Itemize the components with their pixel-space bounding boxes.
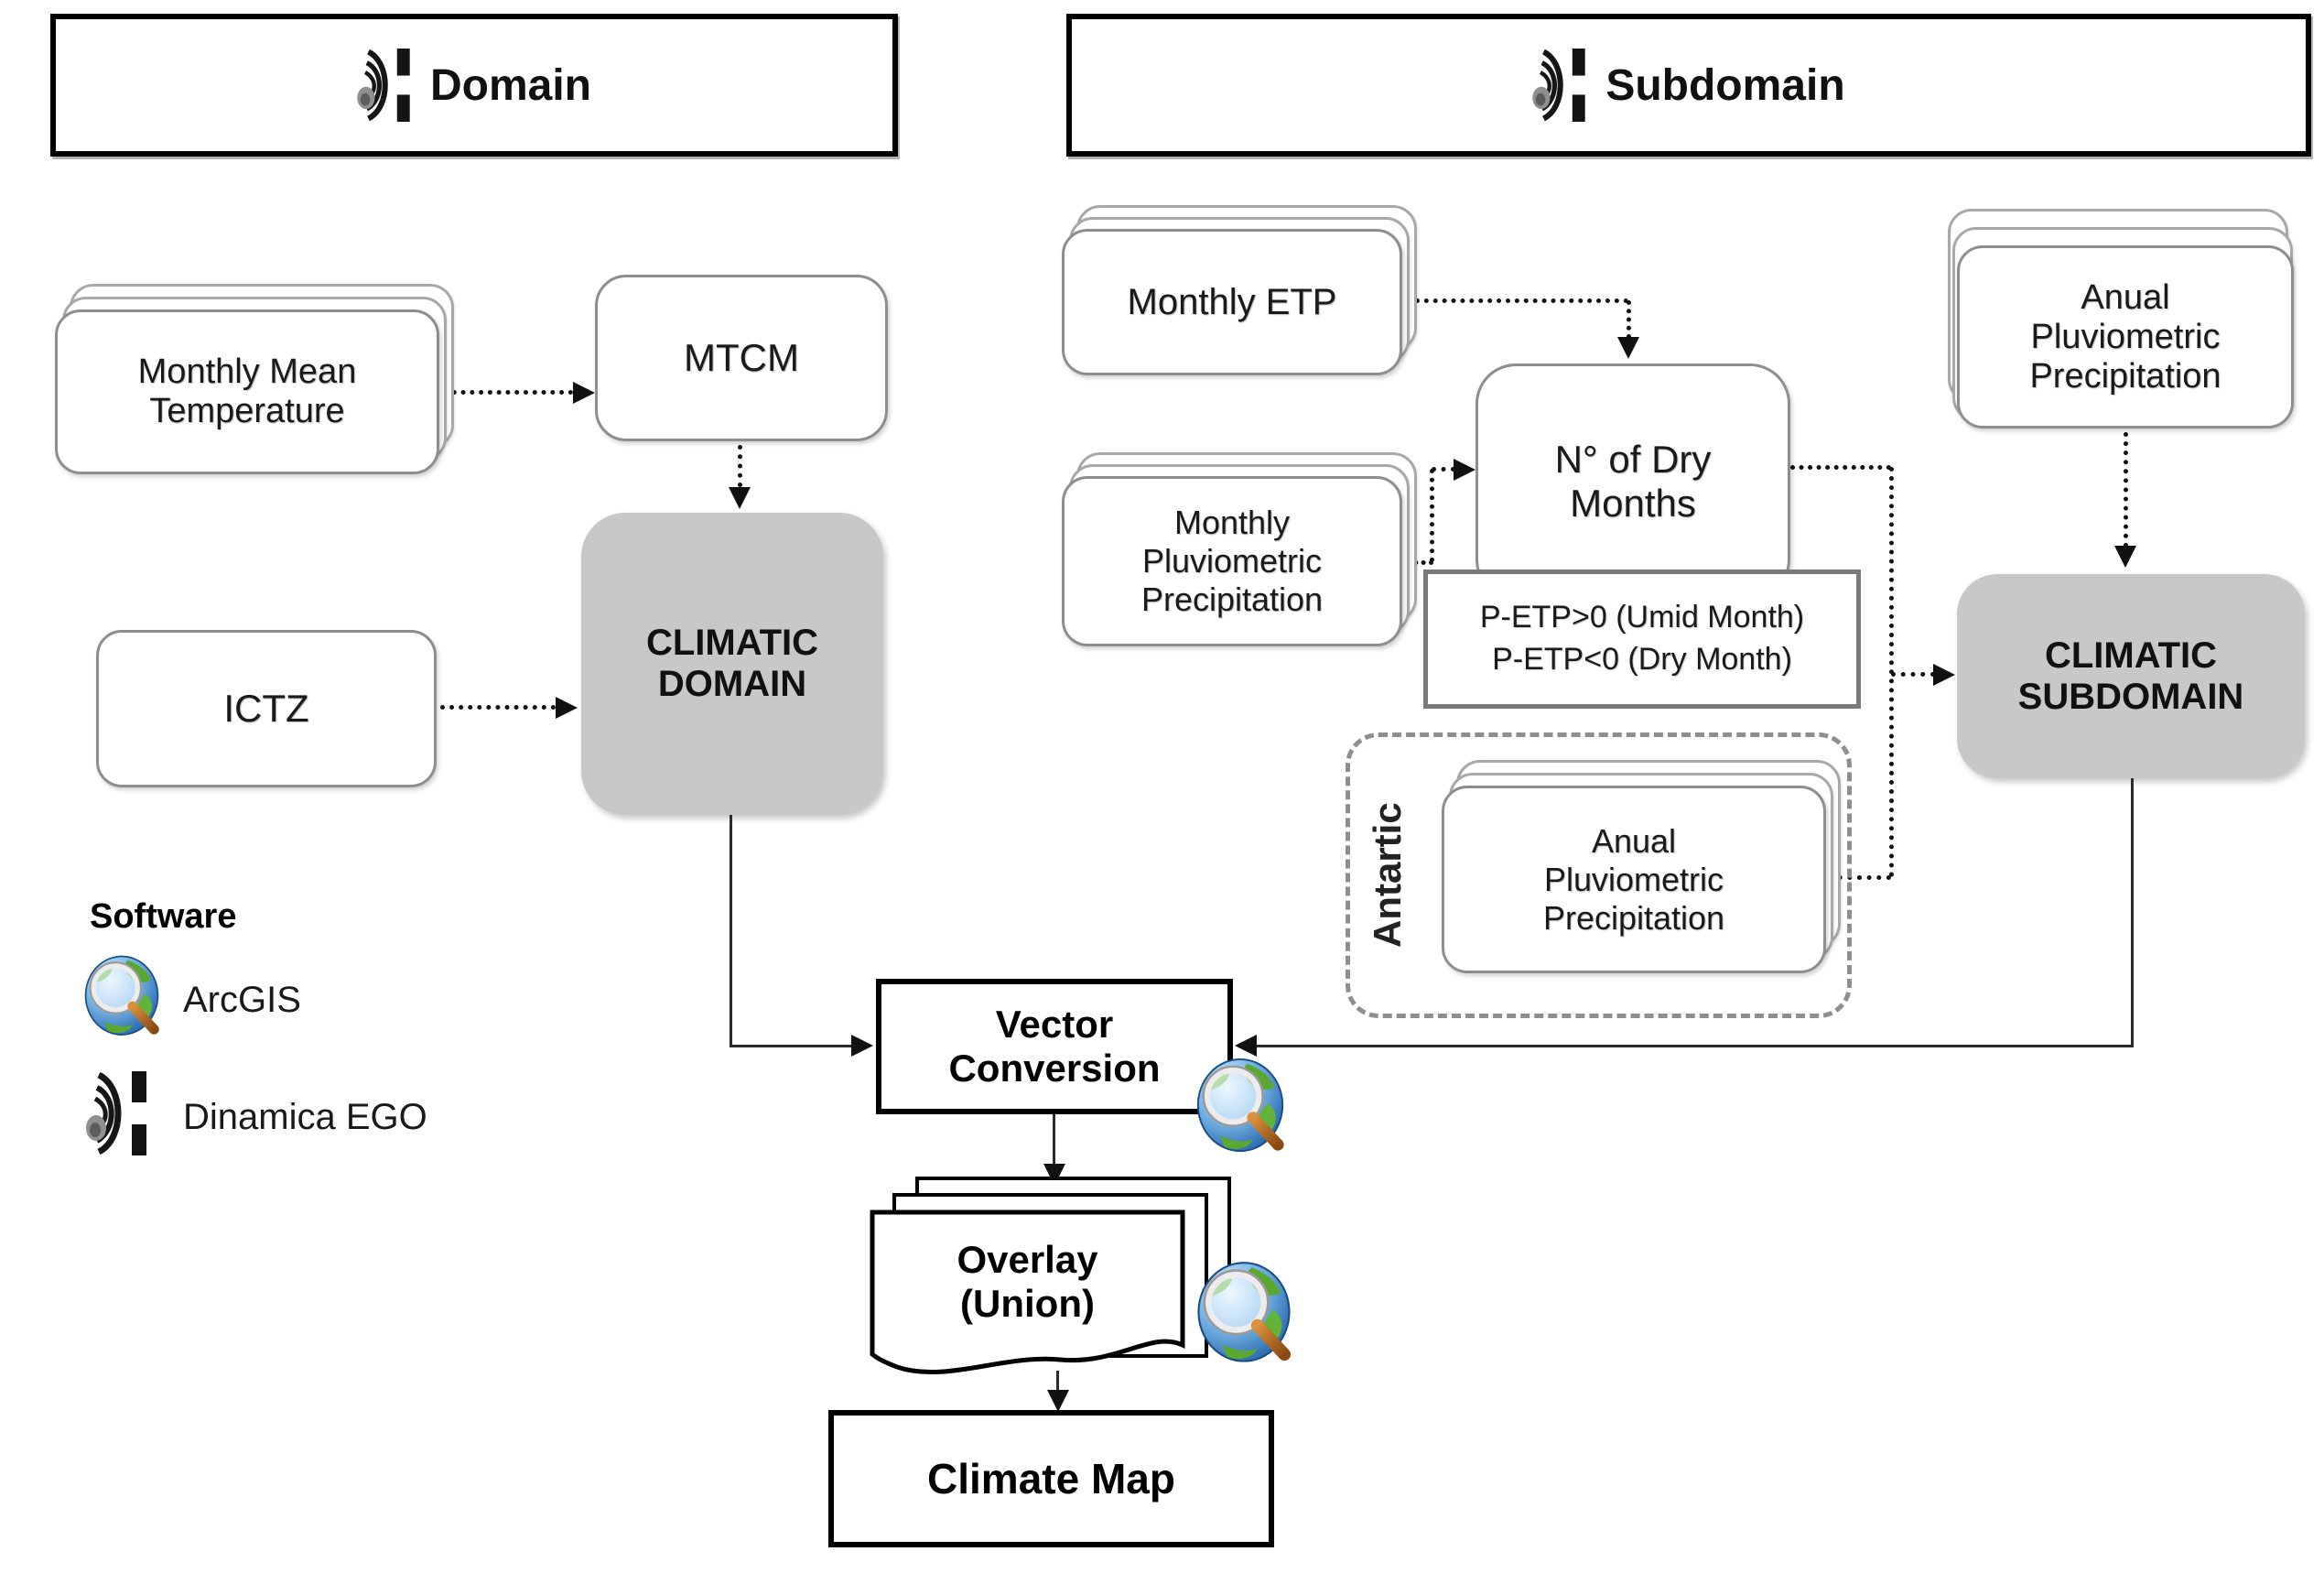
node-petp-rule: P-ETP>0 (Umid Month) P-ETP<0 (Dry Month): [1423, 570, 1861, 709]
arrowhead: [729, 487, 751, 509]
legend-item-arcgis-label: ArcGIS: [183, 980, 301, 1020]
connector-etp-to-dry-months: [1627, 300, 1631, 339]
node-label: Climate Map: [927, 1455, 1175, 1502]
subdomain-header: Subdomain: [1066, 14, 2311, 157]
node-label: Monthly Pluviometric Precipitation: [1140, 504, 1324, 618]
arcgis-globe-icon: [1194, 1057, 1287, 1157]
connector-etp-to-dry-months: [1406, 298, 1628, 303]
arrowhead: [1617, 337, 1639, 359]
node-label: Anual Pluviometric Precipitation: [1542, 821, 1725, 937]
connector-climatic-domain-to-vector-conversion: [730, 815, 732, 1047]
connector-ictz-to-climatic-domain: [440, 705, 556, 710]
arrowhead: [1235, 1035, 1257, 1057]
domain-header-label: Domain: [429, 60, 591, 110]
connector-antartic-to-climatic-subdomain: [1828, 875, 1891, 880]
node-monthly-etp: Monthly ETP: [1062, 229, 1402, 375]
arcgis-globe-icon: [82, 954, 161, 1040]
arrowhead: [2114, 546, 2136, 568]
node-climatic-subdomain: CLIMATIC SUBDOMAIN: [1957, 574, 2305, 778]
arrowhead: [1454, 459, 1475, 481]
connector-climatic-subdomain-to-vector-conversion: [1257, 1045, 2134, 1047]
connector-mtcm-to-climatic-domain: [738, 445, 742, 487]
node-label: CLIMATIC SUBDOMAIN: [2017, 635, 2244, 717]
node-vector-conversion: Vector Conversion: [876, 979, 1233, 1114]
node-ictz: ICTZ: [96, 630, 437, 787]
petp-rule-line2: P-ETP<0 (Dry Month): [1492, 642, 1792, 677]
connector-overlay-to-climate-map: [1056, 1371, 1059, 1393]
arrowhead: [851, 1035, 873, 1057]
node-anual-pluviometric-precipitation: Anual Pluviometric Precipitation: [1957, 245, 2294, 429]
connector-dry-months-to-climatic-subdomain: [1790, 465, 1891, 470]
node-label: Monthly ETP: [1127, 281, 1337, 322]
connector-mpp-to-dry-months: [1432, 467, 1455, 472]
arcgis-globe-icon: [1195, 1260, 1292, 1368]
node-anual-pluviometric-precipitation-antartic: Anual Pluviometric Precipitation: [1442, 786, 1826, 973]
connector-vector-conversion-to-overlay: [1053, 1114, 1055, 1166]
node-mtcm: MTCM: [595, 275, 888, 441]
arrowhead: [556, 697, 578, 719]
node-monthly-mean-temperature: Monthly Mean Temperature: [55, 309, 439, 474]
group-antartic: [1346, 732, 1852, 1018]
dinamica-ego-icon: [357, 49, 410, 122]
node-label: ICTZ: [223, 687, 309, 730]
legend-title: Software: [90, 897, 237, 936]
node-climatic-domain: CLIMATIC DOMAIN: [581, 513, 883, 815]
antartic-group-label: Antartic: [1366, 802, 1409, 949]
domain-header: Domain: [50, 14, 898, 157]
node-n-of-dry-months: N° of Dry Months: [1475, 363, 1790, 600]
connector-anual-pp-to-climatic-subdomain: [2124, 432, 2128, 548]
node-label: MTCM: [684, 336, 799, 379]
legend-item-dinamica-label: Dinamica EGO: [183, 1097, 427, 1137]
connector-climatic-domain-to-vector-conversion: [730, 1045, 851, 1047]
node-overlay-union: [870, 1210, 1185, 1388]
node-label: Overlay (Union): [957, 1238, 1098, 1325]
petp-rule-line1: P-ETP>0 (Umid Month): [1479, 600, 1805, 635]
arrowhead: [1047, 1390, 1069, 1412]
node-label: Anual Pluviometric Precipitation: [2029, 277, 2221, 396]
node-label: CLIMATIC DOMAIN: [645, 623, 819, 704]
subdomain-header-label: Subdomain: [1605, 60, 1845, 110]
node-overlay-union-label: Overlay (Union): [870, 1218, 1185, 1346]
node-monthly-pluviometric-precipitation: Monthly Pluviometric Precipitation: [1062, 476, 1402, 646]
connector-climatic-subdomain-to-vector-conversion: [2131, 778, 2134, 1047]
connector-mpp-to-dry-months: [1406, 560, 1433, 565]
connector-mmt-to-mtcm: [443, 390, 573, 395]
node-climate-map: Climate Map: [828, 1410, 1274, 1547]
node-label: Monthly Mean Temperature: [137, 353, 357, 430]
arrowhead: [573, 382, 595, 404]
connector-dry-months-to-climatic-subdomain: [1891, 672, 1935, 677]
node-label: Vector Conversion: [948, 1003, 1161, 1090]
dinamica-ego-icon: [1532, 49, 1586, 122]
connector-mpp-to-dry-months: [1430, 469, 1434, 562]
arrowhead: [1933, 664, 1955, 686]
dinamica-ego-icon: [86, 1071, 146, 1155]
node-label: N° of Dry Months: [1554, 438, 1712, 525]
